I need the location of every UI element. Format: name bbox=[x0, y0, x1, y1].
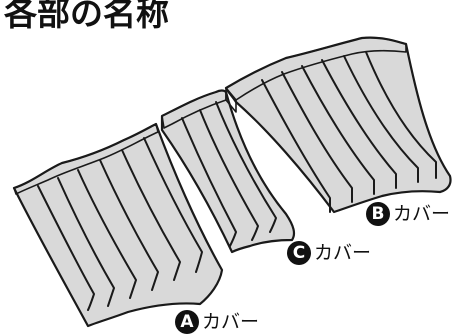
cover-a-top-edge bbox=[13, 123, 159, 195]
cover-a bbox=[12, 122, 224, 328]
cover-c-groove-1 bbox=[181, 117, 237, 247]
label-cover-b: カバー bbox=[393, 203, 451, 225]
callout-cover-c: C カバー bbox=[287, 240, 371, 266]
page-title: 各部の名称 bbox=[4, 0, 169, 33]
cover-b-groove-3 bbox=[301, 65, 376, 195]
badge-a: A bbox=[175, 310, 199, 334]
callout-cover-b: B カバー bbox=[366, 201, 450, 227]
cover-b-groove-5 bbox=[343, 55, 419, 183]
badge-b: B bbox=[366, 202, 390, 226]
cover-b-groove-6 bbox=[365, 51, 437, 179]
label-cover-c: カバー bbox=[314, 242, 372, 264]
cover-c-groove-2 bbox=[199, 109, 259, 241]
cover-a-groove-5 bbox=[121, 149, 181, 281]
cover-c-top-edge bbox=[161, 89, 227, 129]
cover-b bbox=[224, 36, 452, 214]
cover-c-groove-3 bbox=[215, 101, 277, 233]
cover-a-groove-2 bbox=[57, 177, 115, 307]
cover-c bbox=[160, 89, 296, 254]
cover-b-left-flap bbox=[225, 87, 237, 113]
cover-a-groove-3 bbox=[77, 169, 137, 299]
callout-cover-a: A カバー bbox=[175, 309, 259, 335]
cover-a-groove-6 bbox=[143, 137, 203, 273]
cover-a-groove-1 bbox=[37, 185, 95, 311]
cover-b-groove-1 bbox=[261, 79, 331, 213]
cover-a-groove-4 bbox=[99, 159, 159, 291]
cover-b-groove-2 bbox=[281, 71, 353, 203]
cover-b-groove-4 bbox=[321, 59, 398, 189]
badge-c: C bbox=[287, 241, 311, 265]
label-cover-a: カバー bbox=[202, 311, 260, 333]
